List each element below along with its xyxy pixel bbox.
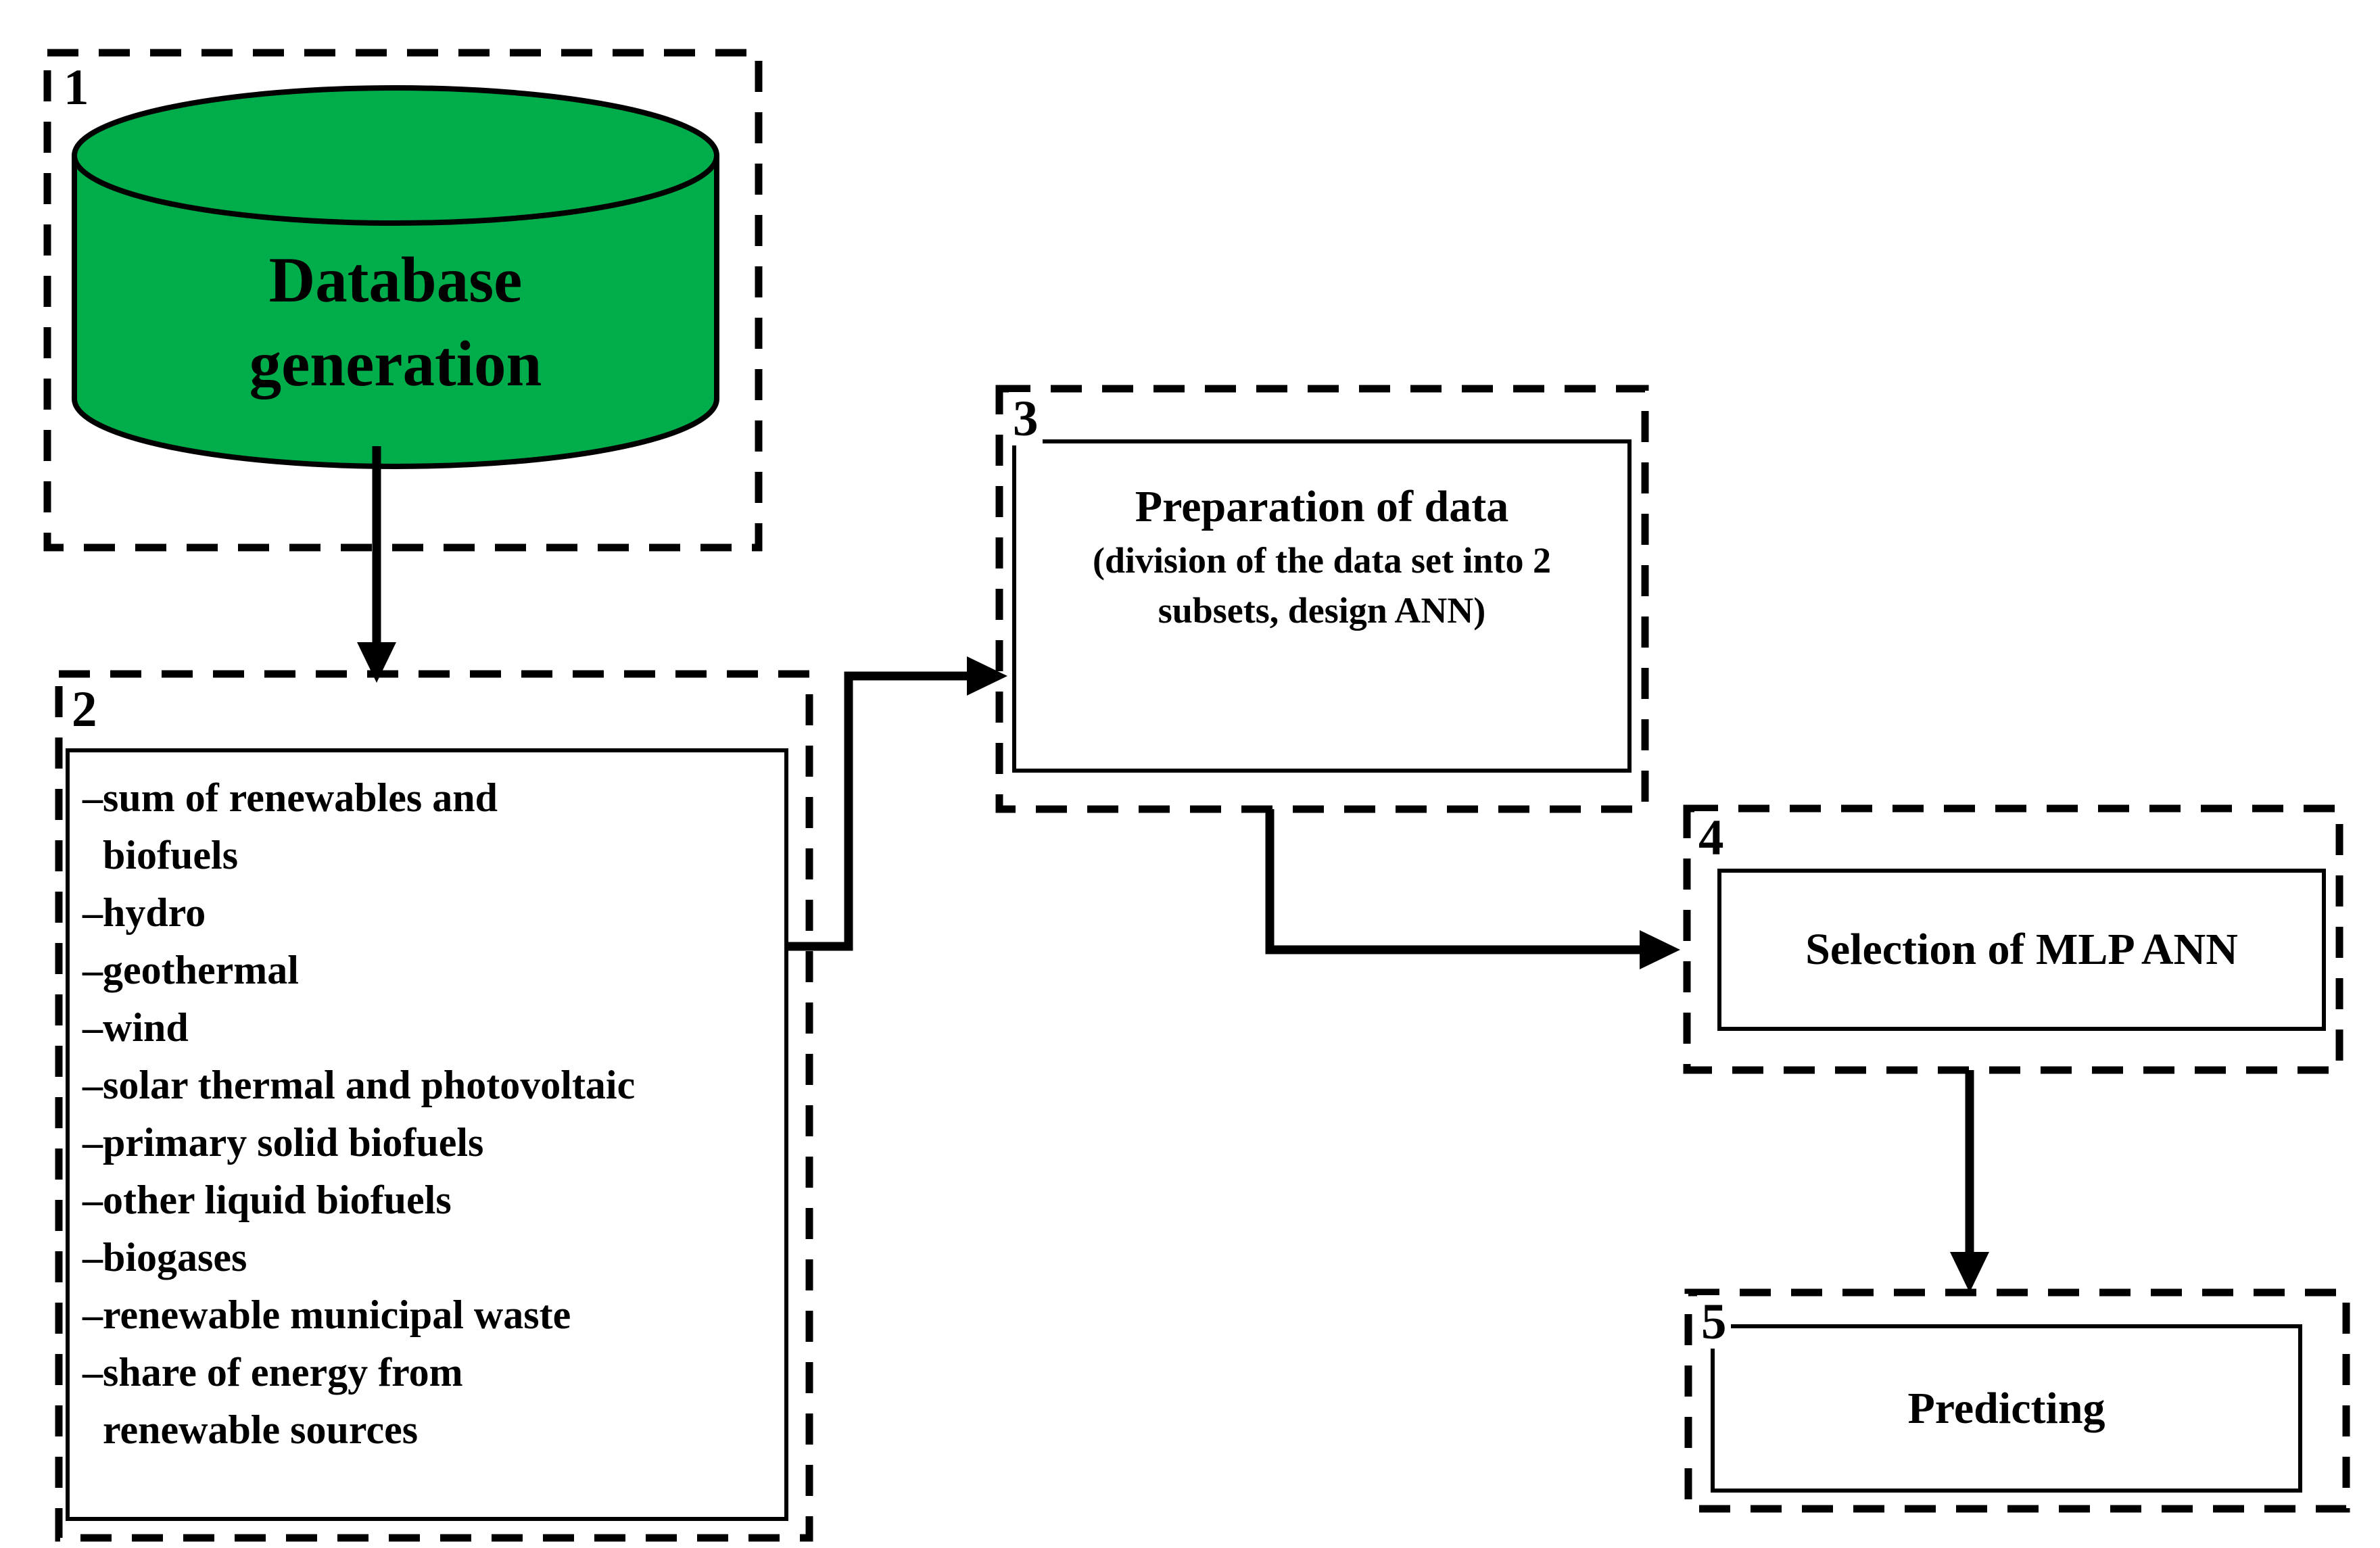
list-item-text: hydro	[103, 890, 206, 935]
arrow-step3-to-step4	[1265, 809, 1680, 969]
step5-title: Predicting	[1907, 1383, 2105, 1433]
database-label-line1: Database	[268, 244, 523, 316]
step3-number: 3	[1009, 392, 1043, 445]
list-item: –solar thermal and photovoltaic	[68, 1057, 786, 1114]
list-item: –hydro	[68, 884, 786, 942]
list-item-dash: –	[82, 1063, 103, 1107]
preparation-of-data-box: Preparation of data (division of the dat…	[1014, 479, 1629, 635]
list-item-text: biogases	[103, 1235, 247, 1280]
database-cylinder-top	[72, 85, 719, 226]
list-item-text: other liquid biofuels	[103, 1178, 452, 1222]
selection-of-mlp-ann-box: Selection of MLP ANN	[1719, 871, 2324, 1029]
list-item: –geothermal	[68, 942, 786, 999]
database-label: Database generation	[91, 238, 700, 406]
step5-number: 5	[1697, 1295, 1731, 1349]
step4-inner-box	[1717, 869, 2326, 1031]
list-item-text: geothermal	[103, 948, 299, 992]
predicting-box: Predicting	[1713, 1326, 2300, 1491]
list-item-dash: –	[82, 1350, 103, 1395]
database-cylinder	[72, 85, 719, 469]
list-item-dash: –	[82, 775, 103, 820]
database-label-line2: generation	[249, 328, 542, 400]
step2-inner-box	[66, 748, 788, 1521]
step1-dashed-box	[43, 49, 763, 552]
step4-dashed-box	[1683, 804, 2343, 1074]
list-item-dash: –	[82, 1005, 103, 1050]
step3-inner-box	[1012, 439, 1632, 773]
database-cylinder-body	[72, 155, 719, 469]
list-item: –other liquid biofuels	[68, 1171, 786, 1229]
arrow-step1-to-step2	[357, 446, 396, 683]
step3-subtitle-line1: (division of the data set into 2	[1092, 540, 1552, 581]
list-item-dash: –	[82, 1292, 103, 1337]
list-item-dash: –	[82, 1235, 103, 1280]
step3-subtitle-line2: subsets, design ANN)	[1158, 590, 1486, 631]
arrowhead-icon	[357, 642, 396, 683]
list-item-text: wind	[103, 1005, 189, 1050]
arrow-step4-to-step5	[1950, 1070, 1989, 1292]
list-item-dash: –	[82, 948, 103, 992]
step2-number: 2	[68, 683, 101, 736]
list-item-dash: –	[82, 890, 103, 935]
list-item-text: primary solid biofuels	[103, 1120, 484, 1165]
step2-dashed-box	[55, 670, 813, 1542]
step5-dashed-box	[1684, 1288, 2350, 1513]
step5-inner-box	[1711, 1324, 2302, 1493]
arrowhead-icon	[1640, 930, 1680, 969]
list-item: –primary solid biofuels	[68, 1114, 786, 1171]
step1-number: 1	[60, 61, 93, 114]
step3-title: Preparation of data	[1135, 482, 1509, 531]
arrow-step2-to-step3	[786, 656, 1007, 951]
list-item: –biogases	[68, 1229, 786, 1286]
step3-dashed-box	[995, 385, 1649, 813]
step4-number: 4	[1694, 811, 1728, 865]
list-item-text: solar thermal and photovoltaic	[103, 1063, 636, 1107]
arrowhead-icon	[967, 656, 1007, 696]
list-item: –renewable municipal waste	[68, 1286, 786, 1344]
list-item: –wind	[68, 999, 786, 1057]
list-item-dash: –	[82, 1178, 103, 1222]
list-item-text: renewable municipal waste	[103, 1292, 571, 1337]
arrowhead-icon	[1950, 1252, 1989, 1292]
step4-title: Selection of MLP ANN	[1805, 925, 2238, 974]
list-item-dash: –	[82, 1120, 103, 1165]
